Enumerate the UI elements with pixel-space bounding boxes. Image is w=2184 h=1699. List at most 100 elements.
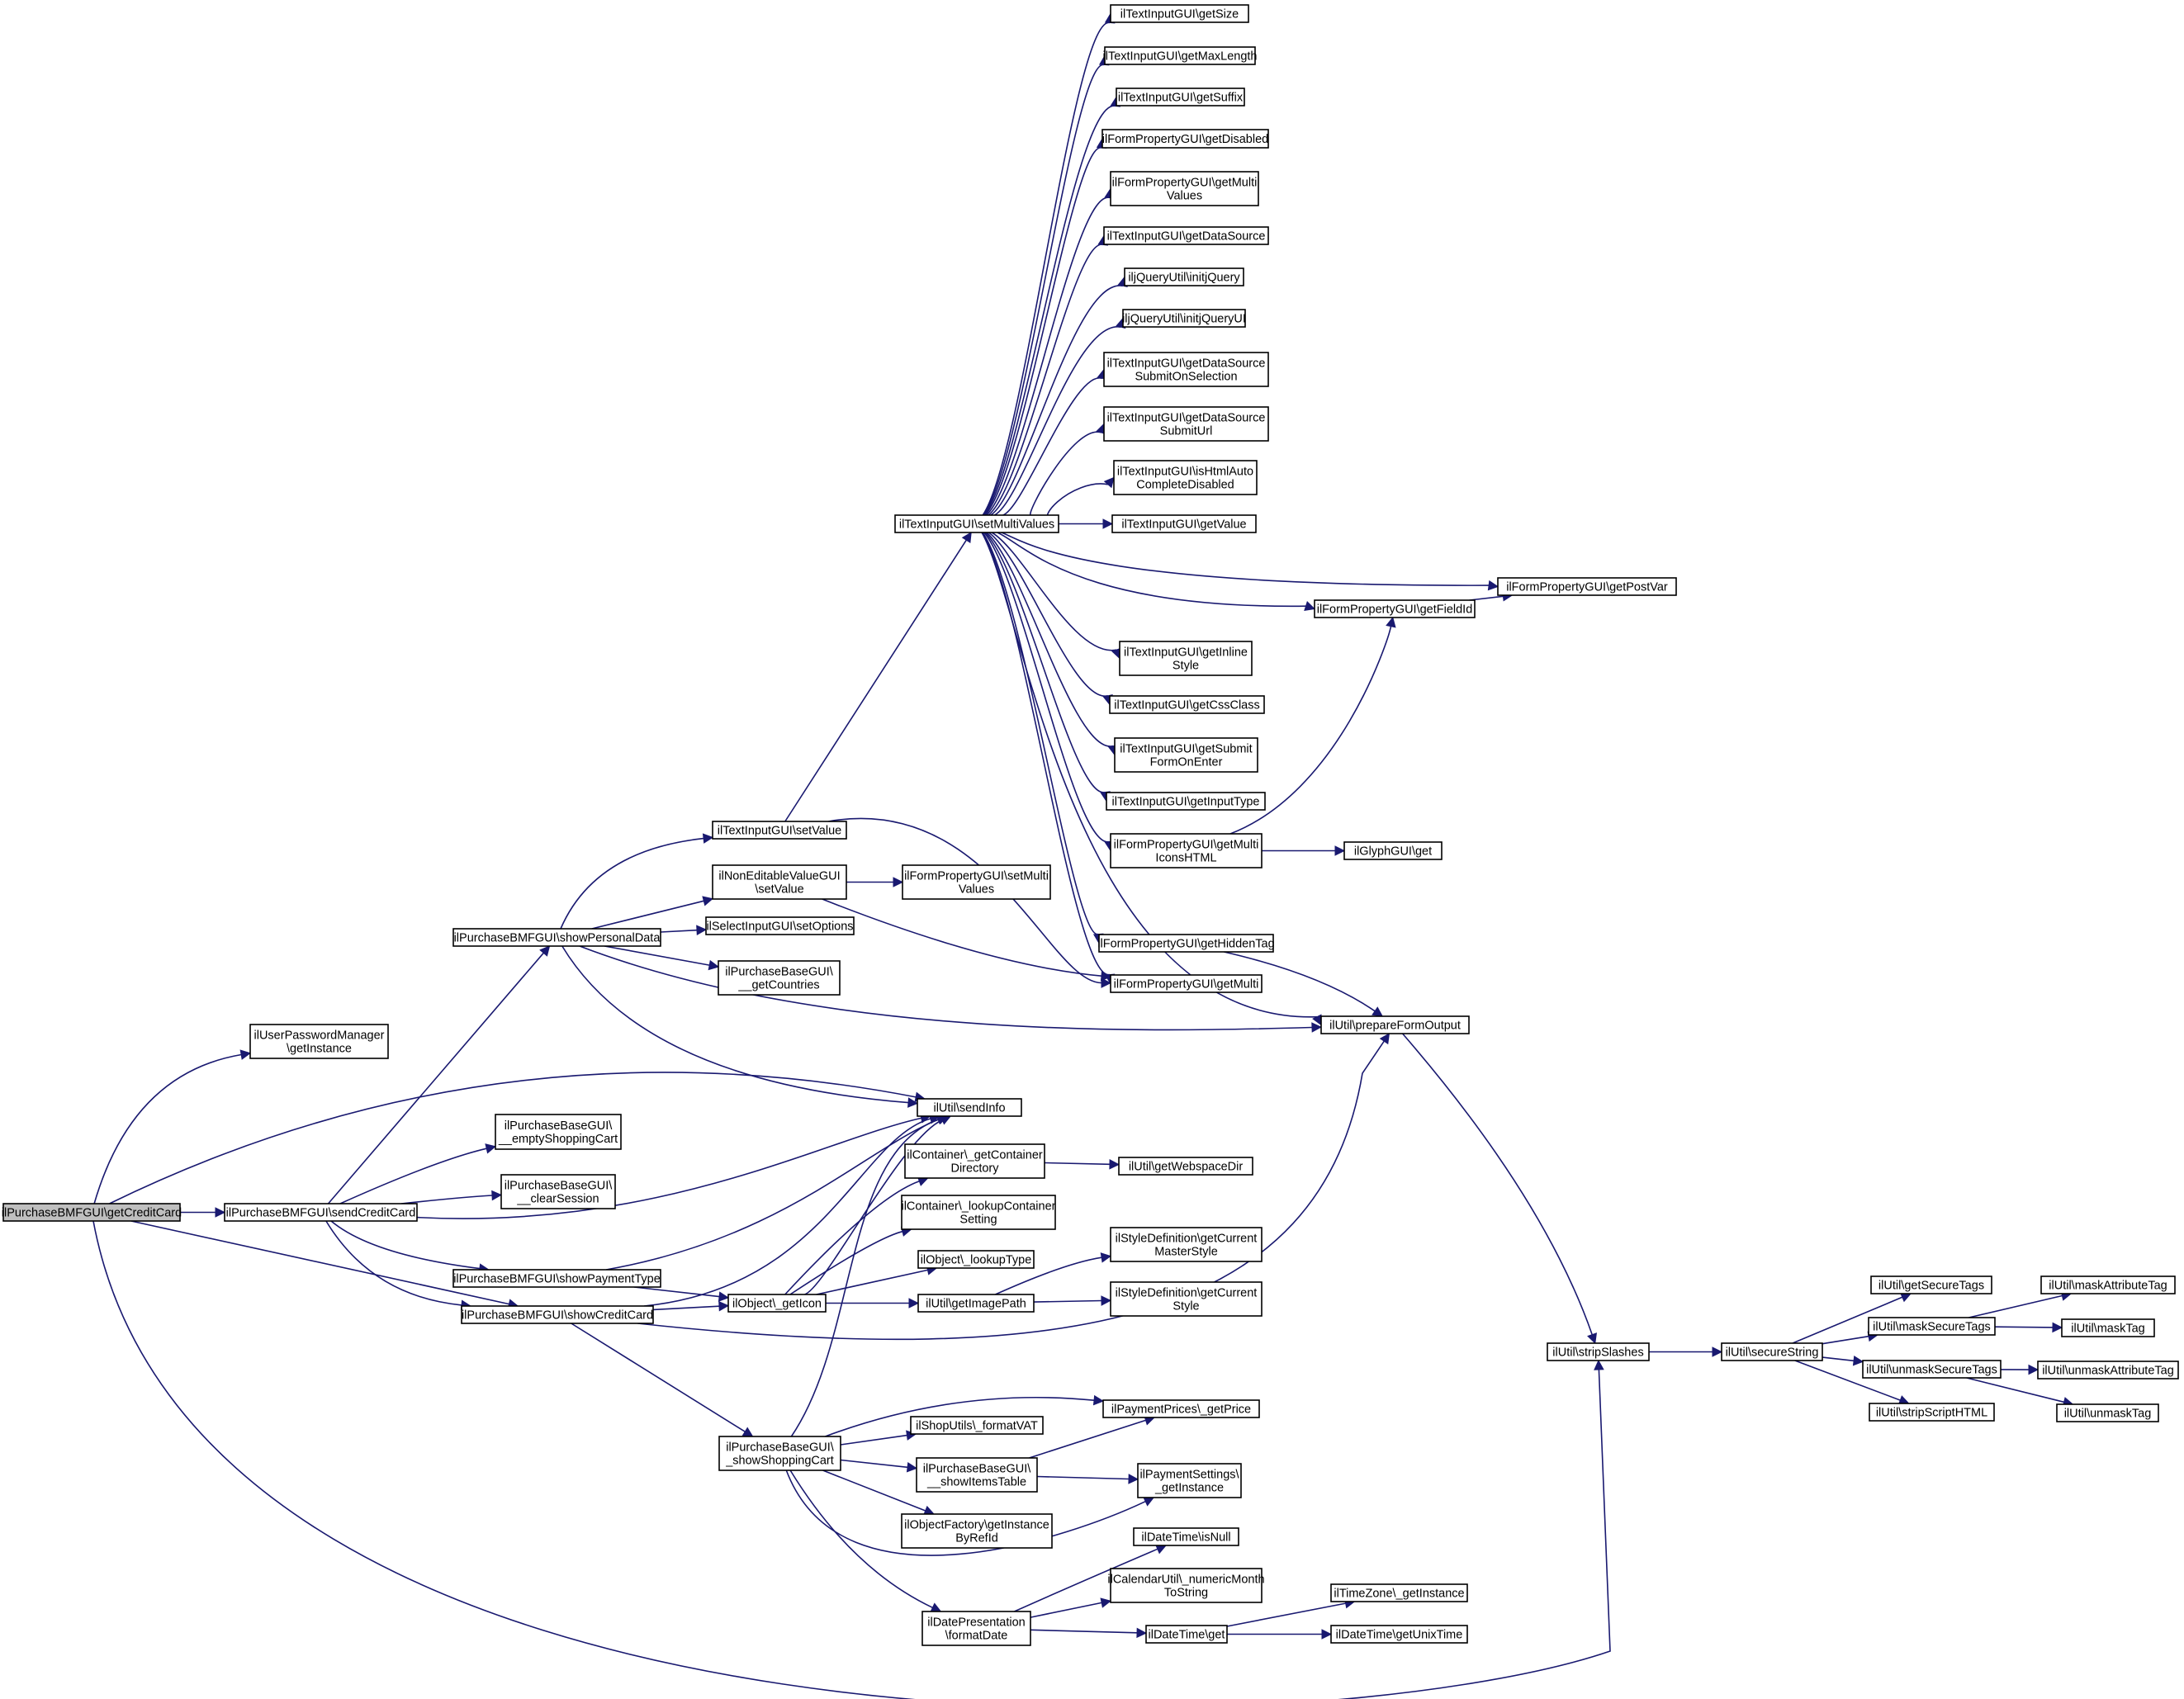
node-label: ilPaymentPrices\_getPrice (1111, 1403, 1251, 1417)
node-gdsso[interactable]: ilTextInputGUI\getDataSourceSubmitOnSele… (1103, 352, 1269, 387)
node-nesv[interactable]: ilNonEditableValueGUI\setValue (712, 864, 847, 900)
node-mat[interactable]: ilUtil\maskAttributeTag (2040, 1275, 2176, 1294)
node-label: ilUserPasswordManager (254, 1029, 385, 1043)
node-gpv[interactable]: ilFormPropertyGUI\getPostVar (1497, 577, 1677, 596)
node-gmulti[interactable]: ilFormPropertyGUI\getMulti (1110, 974, 1263, 993)
node-label: ilPaymentSettings\ (1139, 1469, 1239, 1482)
call-edge-line (1030, 1602, 1102, 1618)
call-edge-ssc-to-si (790, 1115, 948, 1437)
node-fvat[interactable]: ilShopUtils\_formatVAT (910, 1416, 1044, 1435)
node-sstr[interactable]: ilUtil\secureString (1721, 1342, 1823, 1361)
node-label: ilDateTime\get (1149, 1629, 1225, 1642)
node-box (718, 1436, 841, 1471)
node-pcs[interactable]: ilPurchaseBaseGUI\__clearSession (500, 1174, 616, 1209)
node-gv[interactable]: ilTextInputGUI\getValue (1111, 514, 1257, 533)
node-label: MasterStyle (1154, 1246, 1218, 1259)
arrowhead-icon (1102, 518, 1114, 529)
node-tzgi[interactable]: ilTimeZone\_getInstance (1330, 1583, 1468, 1602)
node-sio[interactable]: ilSelectInputGUI\setOptions (705, 916, 855, 935)
node-scc[interactable]: ilPurchaseBMFGUI\sendCreditCard (224, 1203, 418, 1222)
node-umst[interactable]: ilUtil\unmaskSecureTags (1862, 1360, 2002, 1379)
node-box (1111, 514, 1257, 533)
node-gwd[interactable]: ilUtil\getWebspaceDir (1118, 1157, 1253, 1176)
arrowhead-icon (1304, 600, 1316, 612)
node-pfo[interactable]: ilUtil\prepareFormOutput (1320, 1015, 1470, 1034)
node-box (1330, 1583, 1468, 1602)
node-upm[interactable]: ilUserPasswordManager\getInstance (249, 1024, 389, 1059)
node-box (2037, 1361, 2179, 1380)
node-gsuf[interactable]: ilTextInputGUI\getSuffix (1116, 88, 1245, 106)
node-label: ilTextInputGUI\setValue (718, 825, 841, 838)
node-dtn[interactable]: ilDateTime\isNull (1133, 1527, 1239, 1546)
node-fd[interactable]: ilDatePresentation\formatDate (921, 1611, 1031, 1646)
node-gs[interactable]: ilTextInputGUI\getSize (1110, 4, 1249, 23)
node-ihacd[interactable]: ilTextInputGUI\isHtmlAutoCompleteDisable… (1113, 460, 1258, 495)
node-tismv[interactable]: ilTextInputGUI\setMultiValues (894, 514, 1059, 533)
node-gcss[interactable]: ilTextInputGUI\getCssClass (1109, 695, 1265, 714)
node-git[interactable]: ilTextInputGUI\getInputType (1106, 792, 1266, 811)
arrowhead-icon (491, 1190, 503, 1201)
node-label: _showShoppingCart (725, 1455, 834, 1468)
node-mst[interactable]: ilUtil\maskSecureTags (1868, 1317, 1996, 1336)
node-ssc[interactable]: ilPurchaseBaseGUI\_showShoppingCart (718, 1436, 841, 1471)
node-box (1103, 406, 1269, 442)
node-dtg[interactable]: ilDateTime\get (1145, 1625, 1228, 1644)
node-box (1116, 88, 1245, 106)
node-gut[interactable]: ilDateTime\getUnixTime (1330, 1625, 1468, 1644)
node-umat[interactable]: ilUtil\unmaskAttributeTag (2037, 1361, 2179, 1380)
call-edge-line (604, 945, 710, 966)
node-psgi[interactable]: ilPaymentSettings\_getInstance (1137, 1463, 1242, 1498)
node-ijqu[interactable]: iljQueryUtil\initjQueryUI (1122, 309, 1246, 328)
node-ss[interactable]: ilUtil\stripSlashes (1547, 1342, 1650, 1361)
node-tisv[interactable]: ilTextInputGUI\setValue (712, 821, 847, 840)
node-fpsmv[interactable]: ilFormPropertyGUI\setMultiValues (902, 864, 1051, 900)
node-ijq[interactable]: iljQueryUtil\initjQuery (1124, 267, 1244, 286)
node-gml[interactable]: ilTextInputGUI\getMaxLength (1103, 46, 1258, 65)
node-gip[interactable]: ilUtil\getImagePath (917, 1294, 1035, 1313)
node-pgc[interactable]: ilPurchaseBaseGUI\__getCountries (718, 960, 841, 996)
node-lt[interactable]: ilObject\_lookupType (917, 1250, 1035, 1269)
node-gfid[interactable]: ilFormPropertyGUI\getFieldId (1314, 599, 1476, 618)
node-root[interactable]: ilPurchaseBMFGUI\getCreditCard (2, 1203, 182, 1222)
node-gi[interactable]: ilObject\_getIcon (727, 1294, 827, 1313)
call-edge-ssc-to-gp (825, 1394, 1105, 1437)
node-spd[interactable]: ilPurchaseBMFGUI\showPersonalData (452, 928, 661, 947)
node-shcc[interactable]: ilPurchaseBMFGUI\showCreditCard (461, 1305, 654, 1324)
node-label: ilUtil\getImagePath (926, 1298, 1026, 1311)
node-ssh[interactable]: ilUtil\stripScriptHTML (1869, 1403, 1995, 1422)
arrowhead-icon (906, 1462, 918, 1473)
call-edge-root-to-shcc (130, 1220, 519, 1309)
call-edge-line (827, 817, 1102, 984)
node-sit[interactable]: ilPurchaseBaseGUI\__showItemsTable (916, 1457, 1038, 1493)
node-mt[interactable]: ilUtil\maskTag (2061, 1318, 2155, 1337)
node-ght[interactable]: ilFormPropertyGUI\getHiddenTag (1097, 934, 1275, 953)
node-si[interactable]: ilUtil\sendInfo (917, 1098, 1022, 1117)
node-label: ilTextInputGUI\isHtmlAuto (1117, 466, 1253, 479)
node-pesc[interactable]: ilPurchaseBaseGUI\__emptyShoppingCart (495, 1114, 622, 1150)
node-box (727, 1294, 827, 1313)
node-box (910, 1416, 1044, 1435)
node-umt[interactable]: ilUtil\unmaskTag (2056, 1403, 2159, 1422)
node-label: ilPurchaseBaseGUI\ (923, 1463, 1032, 1476)
node-gp[interactable]: ilPaymentPrices\_getPrice (1102, 1399, 1260, 1418)
node-label: ilTextInputGUI\getValue (1121, 518, 1246, 532)
node-gst[interactable]: ilUtil\getSecureTags (1870, 1275, 1992, 1294)
node-gds[interactable]: ilTextInputGUI\getDataSource (1103, 226, 1269, 245)
node-label: ilUtil\unmaskTag (2064, 1408, 2152, 1421)
node-box (1124, 267, 1244, 286)
node-spt[interactable]: ilPurchaseBMFGUI\showPaymentType (452, 1269, 661, 1288)
node-gdis[interactable]: ilFormPropertyGUI\getDisabled (1101, 129, 1269, 149)
node-glyph[interactable]: ilGlyphGUI\get (1343, 841, 1443, 860)
node-box (1113, 460, 1258, 495)
